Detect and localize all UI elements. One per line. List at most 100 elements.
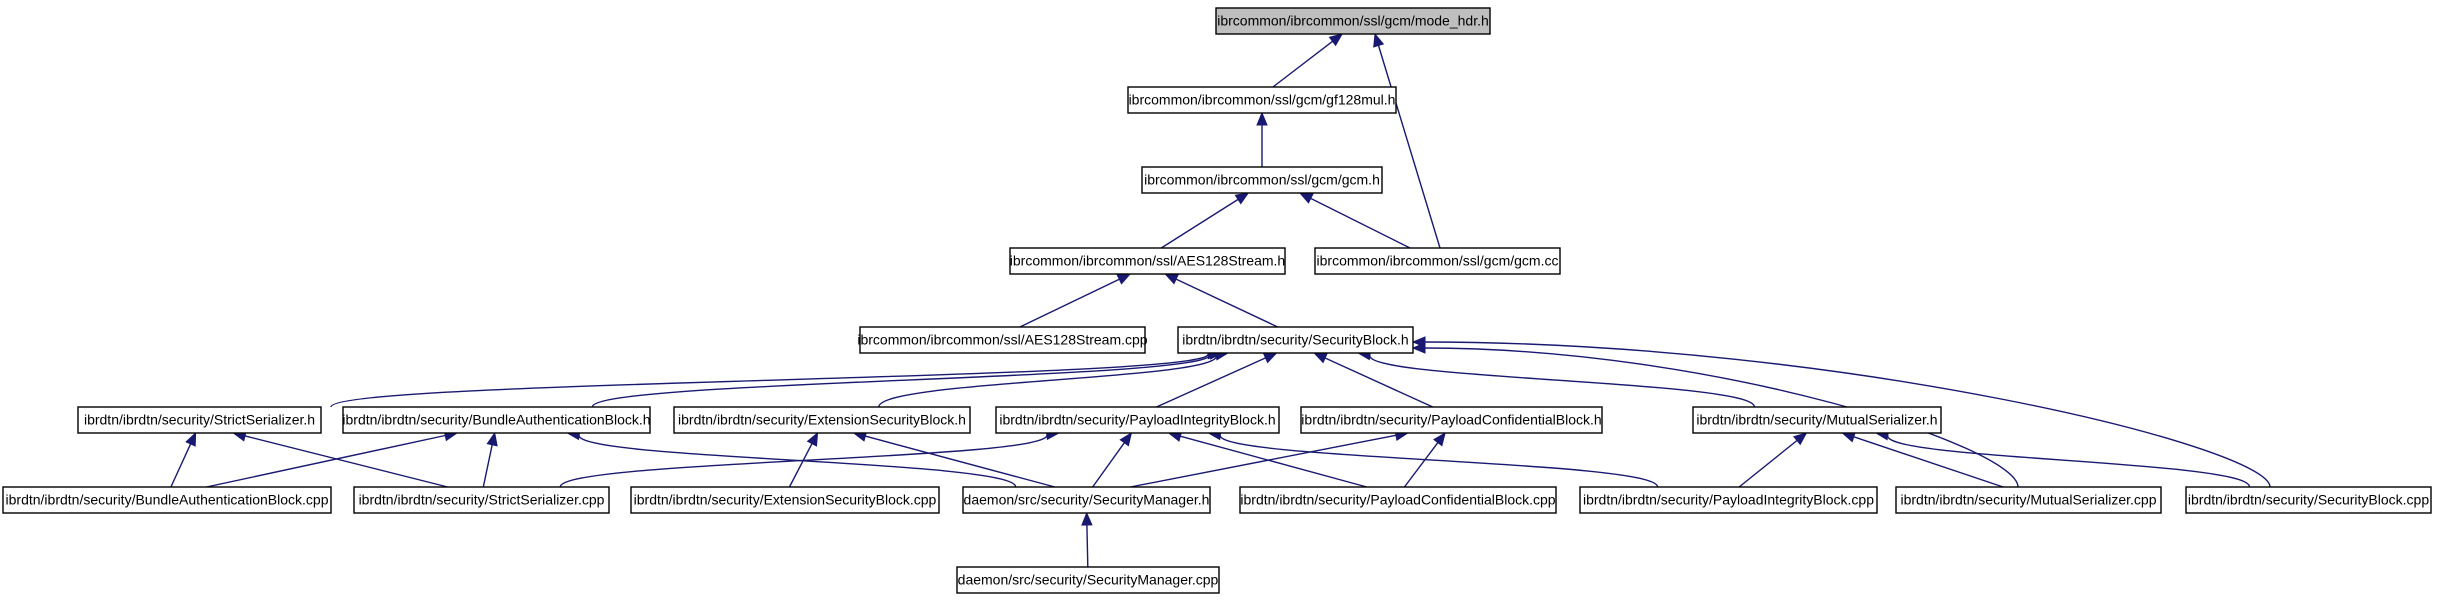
node-esb-h[interactable]: ibrdtn/ibrdtn/security/ExtensionSecurity…	[673, 406, 971, 434]
node-label: ibrdtn/ibrdtn/security/PayloadIntegrityB…	[999, 412, 1275, 428]
edge-arrowhead	[1793, 432, 1808, 446]
node-secblock-cpp[interactable]: ibrdtn/ibrdtn/security/SecurityBlock.cpp	[2185, 486, 2432, 514]
node-gf128mul[interactable]: ibrcommon/ibrcommon/ssl/gcm/gf128mul.h	[1127, 86, 1397, 114]
edge-line	[1219, 433, 1659, 488]
node-box	[2185, 486, 2432, 514]
node-label: ibrdtn/ibrdtn/security/ExtensionSecurity…	[678, 412, 966, 428]
node-secmgr-cpp[interactable]: daemon/src/security/SecurityManager.cpp	[956, 566, 1220, 594]
node-label: daemon/src/security/SecurityManager.h	[964, 492, 1210, 508]
edge-line	[878, 354, 1217, 408]
edge-line	[1403, 442, 1439, 488]
edge-arrowhead	[806, 431, 819, 447]
node-label: ibrcommon/ibrcommon/ssl/gcm/mode_hdr.h	[1217, 13, 1489, 29]
edge-line	[1180, 435, 1367, 488]
node-mutual-cpp[interactable]: ibrdtn/ibrdtn/security/MutualSerializer.…	[1895, 486, 2162, 514]
edge-line	[1272, 40, 1334, 88]
edge-line	[1377, 45, 1441, 249]
node-aes-h[interactable]: ibrcommon/ibrcommon/ssl/AES128Stream.h	[1009, 247, 1286, 275]
node-strict-h[interactable]: ibrdtn/ibrdtn/security/StrictSerializer.…	[77, 406, 322, 434]
edge-arrowhead	[1373, 32, 1385, 48]
edge-line	[1092, 442, 1125, 488]
edge-line	[1310, 197, 1411, 249]
node-label: ibrdtn/ibrdtn/security/PayloadConfidenti…	[1301, 412, 1601, 428]
edge-pib-h-to-pcb-cpp	[1167, 430, 1367, 488]
edge-line	[244, 435, 448, 488]
edge-secblock-h-to-mutual-h	[1356, 349, 1756, 408]
edge-line	[1130, 434, 1397, 488]
edge-arrowhead	[1411, 336, 1426, 348]
edge-arrowhead	[1164, 273, 1179, 285]
edge-line	[788, 443, 813, 488]
edge-line	[1175, 278, 1279, 328]
edge-esb-h-to-secmgr-h	[852, 430, 1055, 488]
node-label: ibrcommon/ibrcommon/ssl/AES128Stream.h	[1010, 253, 1285, 269]
node-box	[2, 486, 332, 514]
edge-arrowhead	[1234, 192, 1250, 205]
node-esb-cpp[interactable]: ibrdtn/ibrdtn/security/ExtensionSecurity…	[630, 486, 940, 514]
node-pib-h[interactable]: ibrdtn/ibrdtn/security/PayloadIntegrityB…	[995, 406, 1280, 434]
node-label: ibrdtn/ibrdtn/security/StrictSerializer.…	[359, 492, 605, 508]
node-box	[1141, 166, 1383, 194]
node-label: ibrdtn/ibrdtn/security/ExtensionSecurity…	[634, 492, 937, 508]
edge-line	[1887, 434, 2251, 488]
node-strict-cpp[interactable]: ibrdtn/ibrdtn/security/StrictSerializer.…	[353, 486, 610, 514]
node-box	[1177, 326, 1414, 354]
edge-aes-h-to-aes-cpp	[1019, 273, 1132, 328]
node-secmgr-h[interactable]: daemon/src/security/SecurityManager.h	[962, 486, 1211, 514]
node-aes-cpp[interactable]: ibrcommon/ibrcommon/ssl/AES128Stream.cpp	[857, 326, 1148, 354]
node-gcm-cc[interactable]: ibrcommon/ibrcommon/ssl/gcm/gcm.cc	[1314, 247, 1561, 275]
node-box	[1215, 7, 1491, 35]
node-pib-cpp[interactable]: ibrdtn/ibrdtn/security/PayloadIntegrityB…	[1579, 486, 1878, 514]
node-bab-cpp[interactable]: ibrdtn/ibrdtn/security/BundleAuthenticat…	[2, 486, 332, 514]
node-pcb-cpp[interactable]: ibrdtn/ibrdtn/security/PayloadConfidenti…	[1239, 486, 1557, 514]
edge-gcm-h-to-aes-h	[1160, 192, 1250, 249]
node-pcb-h[interactable]: ibrdtn/ibrdtn/security/PayloadConfidenti…	[1300, 406, 1603, 434]
edge-line	[170, 443, 192, 488]
edge-line	[1160, 198, 1239, 249]
edge-line	[1369, 353, 1756, 408]
node-secblock-h[interactable]: ibrdtn/ibrdtn/security/SecurityBlock.h	[1177, 326, 1414, 354]
node-box	[1300, 406, 1603, 434]
node-box	[1009, 247, 1286, 275]
node-mode-hdr[interactable]: ibrcommon/ibrcommon/ssl/gcm/mode_hdr.h	[1215, 7, 1491, 35]
edge-secblock-h-to-secblock-cpp	[1411, 336, 2271, 488]
edge-line	[1156, 357, 1266, 408]
node-box	[859, 326, 1146, 354]
node-label: ibrdtn/ibrdtn/security/PayloadConfidenti…	[1240, 492, 1555, 508]
edge-line	[865, 435, 1055, 488]
edge-arrowhead	[1262, 352, 1278, 364]
node-box	[1895, 486, 2162, 514]
edge-pib-h-to-strict-cpp	[559, 428, 1061, 488]
edge-line	[559, 433, 1048, 488]
node-label: ibrdtn/ibrdtn/security/MutualSerializer.…	[1900, 492, 2156, 508]
edge-esb-h-to-esb-cpp	[788, 431, 819, 488]
edge-mutual-h-to-secblock-cpp	[1874, 429, 2251, 488]
node-box	[1127, 86, 1397, 114]
edge-arrowhead	[1116, 273, 1132, 285]
edge-secblock-h-to-bab-h	[591, 348, 1224, 408]
node-box	[673, 406, 971, 434]
node-box	[995, 406, 1280, 434]
edge-arrowhead	[1313, 352, 1328, 364]
nodes-layer: ibrcommon/ibrcommon/ssl/gcm/mode_hdr.hib…	[2, 7, 2432, 594]
node-label: ibrdtn/ibrdtn/security/BundleAuthenticat…	[342, 412, 650, 428]
node-box	[630, 486, 940, 514]
edge-arrowhead	[1433, 431, 1446, 447]
node-gcm-h[interactable]: ibrcommon/ibrcommon/ssl/gcm/gcm.h	[1141, 166, 1383, 194]
node-label: ibrdtn/ibrdtn/security/SecurityBlock.h	[1182, 332, 1408, 348]
edge-line	[206, 434, 446, 488]
edge-line	[330, 353, 1209, 408]
node-mutual-h[interactable]: ibrdtn/ibrdtn/security/MutualSerializer.…	[1692, 406, 1942, 434]
edge-mutual-h-to-pib-cpp	[1738, 432, 1808, 488]
node-label: ibrdtn/ibrdtn/security/StrictSerializer.…	[84, 412, 315, 428]
edge-mode-hdr-to-gcm-cc	[1373, 32, 1441, 249]
edge-bab-h-to-strict-cpp	[482, 431, 498, 488]
node-label: ibrdtn/ibrdtn/security/PayloadIntegrityB…	[1583, 492, 1874, 508]
node-bab-h[interactable]: ibrdtn/ibrdtn/security/BundleAuthenticat…	[342, 406, 651, 434]
edge-secmgr-h-to-secmgr-cpp	[1081, 511, 1093, 568]
edge-line	[1853, 436, 2004, 488]
edge-arrowhead	[486, 431, 498, 447]
node-label: ibrdtn/ibrdtn/security/BundleAuthenticat…	[6, 492, 329, 508]
edge-line	[482, 444, 493, 488]
